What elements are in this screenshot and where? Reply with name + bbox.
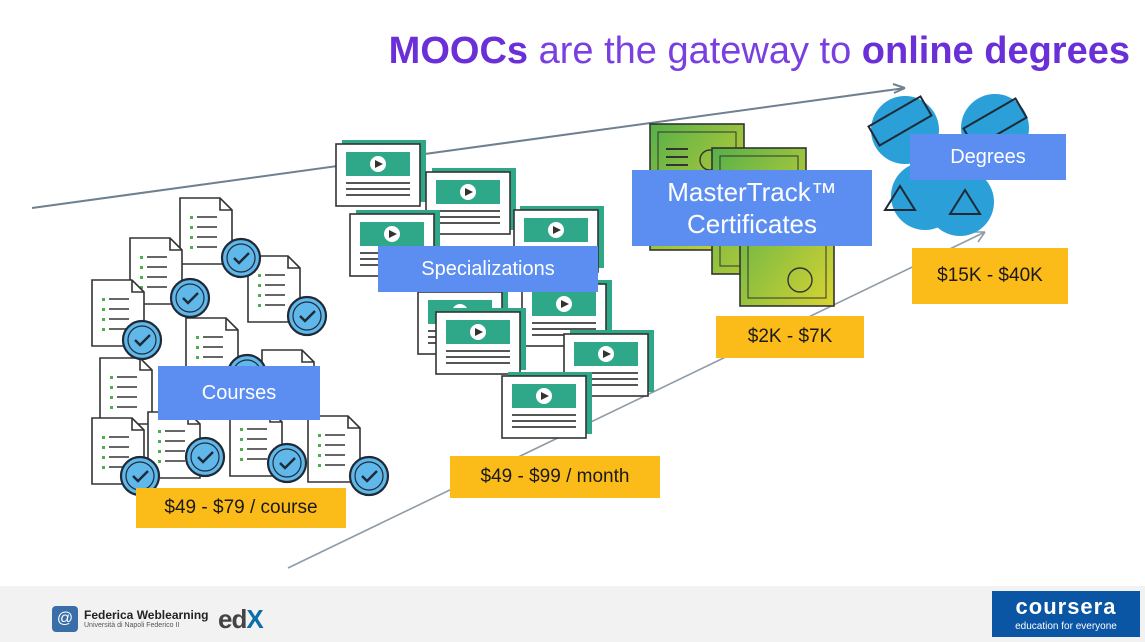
specializations-price-text: $49 - $99 / month: [480, 466, 630, 487]
degrees-label: Degrees: [910, 134, 1066, 180]
federica-logo-icon: @: [52, 606, 78, 632]
degrees-price-text: $15K - $40K: [937, 265, 1043, 286]
federica-subtitle: Università di Napoli Federico II: [84, 622, 180, 629]
courses-price-text: $49 - $79 / course: [164, 497, 318, 518]
edx-logo: edX: [218, 604, 264, 635]
mastertrack-label: MasterTrack™ Certificates: [632, 170, 872, 246]
edx-logo-ed: ed: [218, 604, 247, 634]
specializations-price: $49 - $99 / month: [450, 456, 660, 498]
coursera-tagline: education for everyone: [1015, 621, 1117, 632]
mastertrack-price-text: $2K - $7K: [747, 326, 833, 347]
specializations-label-text: Specializations: [421, 257, 555, 280]
courses-price: $49 - $79 / course: [136, 488, 346, 528]
courses-label: Courses: [158, 366, 320, 420]
footer-bar: [0, 586, 1145, 642]
specializations-label: Specializations: [378, 246, 598, 292]
mastertrack-price: $2K - $7K: [716, 316, 864, 358]
coursera-brand: coursera: [1015, 594, 1117, 619]
mastertrack-label-line1: MasterTrack™: [667, 177, 837, 207]
coursera-logo: coursera education for everyone: [992, 591, 1140, 637]
federica-name: Federica Weblearning: [84, 608, 209, 622]
mastertrack-label-line2: Certificates: [686, 209, 818, 239]
title-mooc: MOOCs: [388, 30, 529, 72]
degrees-price: $15K - $40K: [912, 248, 1068, 304]
slide-title: MOOCs are the gateway to online degrees: [300, 30, 1130, 73]
title-middle: are the gateway to: [528, 30, 862, 72]
degrees-label-text: Degrees: [950, 145, 1026, 168]
title-online-degrees: online degrees: [861, 30, 1130, 72]
edx-logo-x: X: [246, 604, 263, 634]
courses-label-text: Courses: [201, 381, 277, 404]
